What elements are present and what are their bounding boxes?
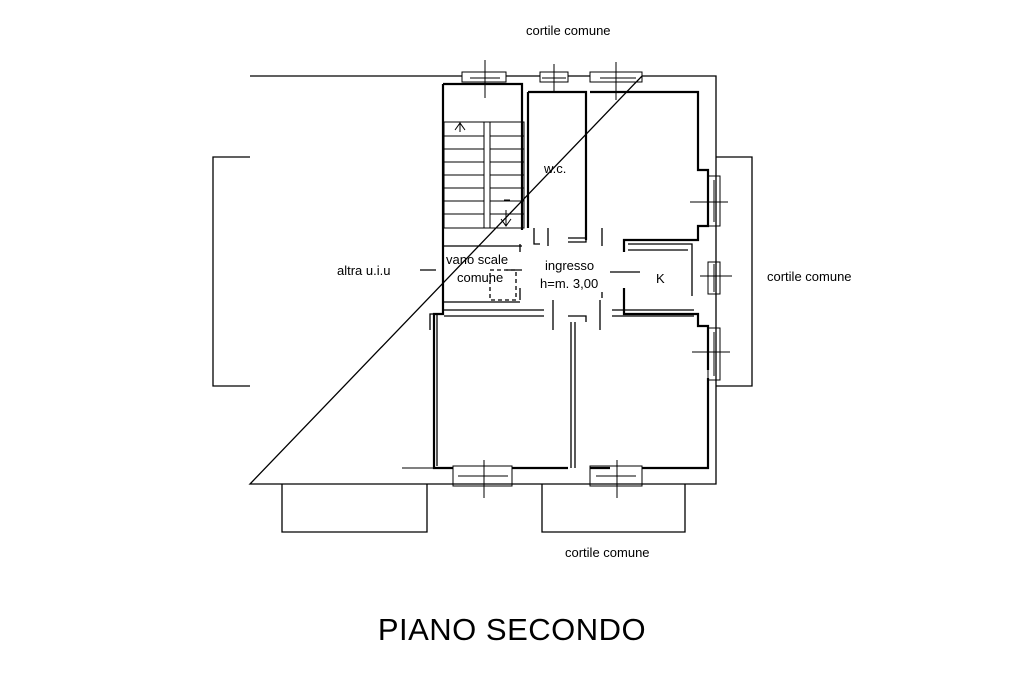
left-balcony [212, 156, 250, 387]
bottom-balcony-left [281, 484, 428, 533]
landing [420, 245, 522, 303]
staircase [443, 121, 525, 229]
entrance-label: ingresso [545, 258, 595, 273]
outer-wall [248, 75, 717, 485]
interior-walls [429, 228, 694, 468]
right-balcony [716, 156, 753, 387]
courtyard-right-label: cortile comune [767, 269, 852, 284]
stairwell-label-line1: vano scale [446, 252, 509, 267]
page-title: PIANO SECONDO [377, 612, 647, 647]
courtyard-bottom-label: cortile comune [565, 545, 650, 560]
other-unit-label: altra u.i.u [337, 263, 391, 278]
wc-label: w.c. [544, 161, 567, 176]
doors [433, 228, 603, 330]
bottom-balcony-right [541, 484, 686, 533]
windows [402, 60, 732, 498]
courtyard-top-label: cortile comune [526, 23, 611, 38]
stairwell-label-line2: comune [457, 270, 504, 285]
kitchen-label: K [656, 271, 665, 286]
ceiling-height-label: h=m. 3,00 [540, 276, 599, 291]
